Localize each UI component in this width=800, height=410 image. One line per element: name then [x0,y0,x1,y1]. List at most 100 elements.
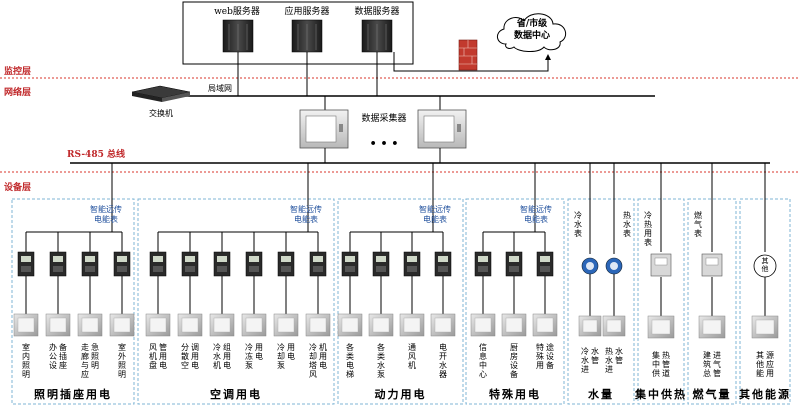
item-power-0-char: 电 [346,360,354,370]
group-box-power [337,198,464,405]
item-power-1-char: 各 [377,342,385,352]
energy-meter-icon [505,251,523,277]
energy-meter-icon [213,251,231,277]
group-box-gas [687,198,737,405]
water-cold-meter-label-char: 表 [574,228,582,238]
item-hvac-4-char: 用 [287,343,295,352]
item-gas-0-char: 总 [703,368,711,378]
item-lighting-1-char: 公 [49,352,57,361]
energy-meter-icon [81,251,99,277]
item-power-1-char: 水 [377,360,385,370]
item-hvac-3-char: 冻 [245,351,253,361]
item-hvac-5-char: 电 [319,360,327,370]
collector-label: 数据采集器 [361,112,406,124]
item-special-2-char: 途 [546,342,554,352]
equipment-photo [13,313,39,337]
item-power-2-char: 机 [408,360,416,370]
app-server-label: 应用服务器 [284,5,329,17]
energy-meter-icon [341,251,359,277]
group-title-other: 其他能源 [739,387,791,401]
equipment-photo [399,313,425,337]
item-other-0-char: 源 [766,351,774,360]
item-water-1-char: 热 [605,346,613,356]
cloud-icon [497,13,567,52]
energy-meter-icon [434,251,452,277]
water-hot-meter-label-char: 热 [623,210,631,220]
equipment-photo [45,313,71,337]
item-other-0-char: 应 [766,359,774,369]
other-meter-label-char: 他 [762,264,769,273]
item-lighting-2-char: 应 [81,369,89,379]
item-power-2-char: 通 [408,342,416,352]
cloud-label-line2: 数据中心 [514,29,550,41]
item-special-1-char: 备 [510,369,518,379]
item-lighting-0-char: 室 [22,342,30,352]
equipment-photo [109,313,135,337]
item-other-0-char: 用 [766,369,774,378]
item-power-0-char: 类 [346,351,354,361]
heat-meter-icon [650,253,672,277]
rs485-label: RS-485 总线 [67,148,125,160]
item-hvac-4-char: 却 [277,351,285,361]
internet-link [393,52,549,72]
equipment-photo [241,313,267,337]
group-hvac: 智能远传电能表风机盘管用电分散空调用电冷水机组用电冷冻泵用电冷却泵用电冷却塔风机… [137,163,335,405]
item-special-0-char: 息 [479,351,487,361]
item-power-3-char: 开 [439,352,447,361]
item-water-0-char: 水 [581,355,589,365]
item-hvac-5-char: 用 [319,352,327,361]
gas-meter-label-char: 表 [694,228,702,238]
item-hvac-1-char: 调 [191,343,199,352]
item-lighting-0-char: 照 [22,361,30,370]
item-lighting-3-char: 明 [118,370,126,379]
item-water-0-char: 水 [591,346,599,356]
item-hvac-5-char: 风 [309,370,317,379]
item-gas-0-char: 气 [713,359,721,369]
group-title-power: 动力用电 [375,387,427,401]
equipment-photo [470,313,496,337]
item-power-1-char: 泵 [377,370,385,379]
item-special-2-char: 殊 [536,351,544,361]
item-lighting-2-char: 急 [91,342,99,352]
meter-label-line2: 电能表 [94,214,118,224]
item-hvac-3-char: 泵 [245,361,253,370]
gas-meter-label-char: 气 [694,219,702,229]
item-hvac-0-char: 风 [149,343,157,352]
item-lighting-1-char: 备 [59,342,67,352]
item-hvac-0-char: 机 [149,351,157,361]
equipment-photo [273,313,299,337]
equipment-photo [305,313,331,337]
device-groups: 智能远传电能表室内照明办公设备插座走廊与应急照明室外照明照明插座用电智能远传电能… [11,163,791,405]
meter-label: 智能远传 [90,204,122,214]
item-power-0-char: 各 [346,342,354,352]
item-water-1-char: 进 [605,365,613,374]
item-special-2-char: 设 [546,351,554,361]
equipment-photo [647,315,675,339]
equipment-photo [209,313,235,337]
group-box-hvac [137,198,335,405]
item-water-0-char: 进 [581,365,589,374]
group-box-lighting [11,198,135,405]
meter-label-line2: 电能表 [524,214,548,224]
monitor-layer-label: 监控层 [4,65,31,77]
item-power-2: 通风机 [408,342,416,370]
item-gas-0-char: 管 [713,368,721,378]
energy-meter-icon [113,251,131,277]
item-heat-0-char: 中 [652,359,660,369]
meter-label-line2: 电能表 [423,214,447,224]
group-box-water [567,198,635,405]
item-power-3-char: 水 [439,360,447,370]
item-other-0-char: 能 [756,368,764,378]
item-hvac-2-char: 用 [223,352,231,361]
meter-label-line2: 电能表 [294,214,318,224]
item-lighting-1-char: 座 [59,360,67,370]
